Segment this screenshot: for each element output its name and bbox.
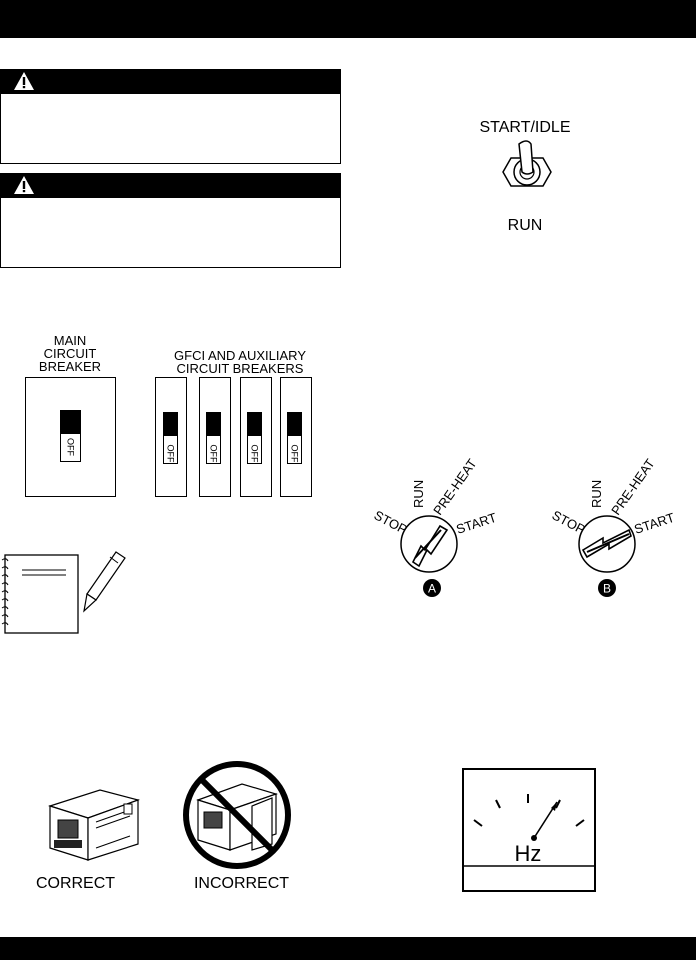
warning-header	[1, 69, 340, 94]
callout-a: A	[428, 582, 436, 596]
aux-breaker-switch-1[interactable]: OFF	[163, 412, 178, 464]
key-a-stop-label: STOP	[372, 507, 410, 537]
warning-triangle-icon	[14, 72, 34, 90]
aux-breaker-3	[240, 377, 272, 497]
aux-breaker-1	[155, 377, 187, 497]
main-circuit-breaker	[25, 377, 116, 497]
toggle-switch[interactable]	[493, 136, 563, 206]
page-header-bar	[0, 0, 696, 38]
key-b-preheat-label: PRE-HEAT	[608, 458, 657, 518]
generator-correct-illustration	[48, 789, 141, 861]
toggle-start-idle-label: START/IDLE	[479, 119, 571, 136]
meter-hz-label: Hz	[515, 841, 542, 866]
key-switch-a: STOP RUN PRE-HEAT START A	[372, 458, 498, 597]
incorrect-label: INCORRECT	[193, 875, 290, 892]
generator-incorrect-illustration	[183, 761, 291, 869]
main-breaker-label: MAIN CIRCUIT BREAKER	[38, 333, 102, 374]
notebook-pencil-icon	[1, 551, 126, 634]
aux-breaker-switch-2[interactable]: OFF	[206, 412, 221, 464]
aux-breaker-switch-4[interactable]: OFF	[287, 412, 302, 464]
aux-breaker-switch-3[interactable]: OFF	[247, 412, 262, 464]
frequency-meter: Hz	[462, 768, 596, 892]
aux-breaker-4	[280, 377, 312, 497]
callout-b: B	[603, 582, 611, 596]
key-b-start-label: START	[632, 510, 676, 537]
warning-box-2	[0, 173, 341, 268]
warning-box-1	[0, 69, 341, 164]
warning-triangle-icon	[14, 176, 34, 194]
key-a-preheat-label: PRE-HEAT	[430, 458, 479, 518]
key-b-run-label: RUN	[589, 480, 604, 508]
aux-breakers-label: GFCI AND AUXILIARY CIRCUIT BREAKERS	[174, 348, 306, 376]
key-a-start-label: START	[454, 510, 498, 537]
key-switch-b: STOP RUN PRE-HEAT START B	[550, 458, 676, 597]
toggle-run-label: RUN	[507, 217, 543, 234]
page-footer-bar	[0, 937, 696, 960]
key-a-run-label: RUN	[411, 480, 426, 508]
main-breaker-switch[interactable]: OFF	[60, 410, 81, 462]
key-b-stop-label: STOP	[550, 507, 588, 537]
aux-breaker-2	[199, 377, 231, 497]
warning-header	[1, 173, 340, 198]
correct-label: CORRECT	[35, 875, 116, 892]
